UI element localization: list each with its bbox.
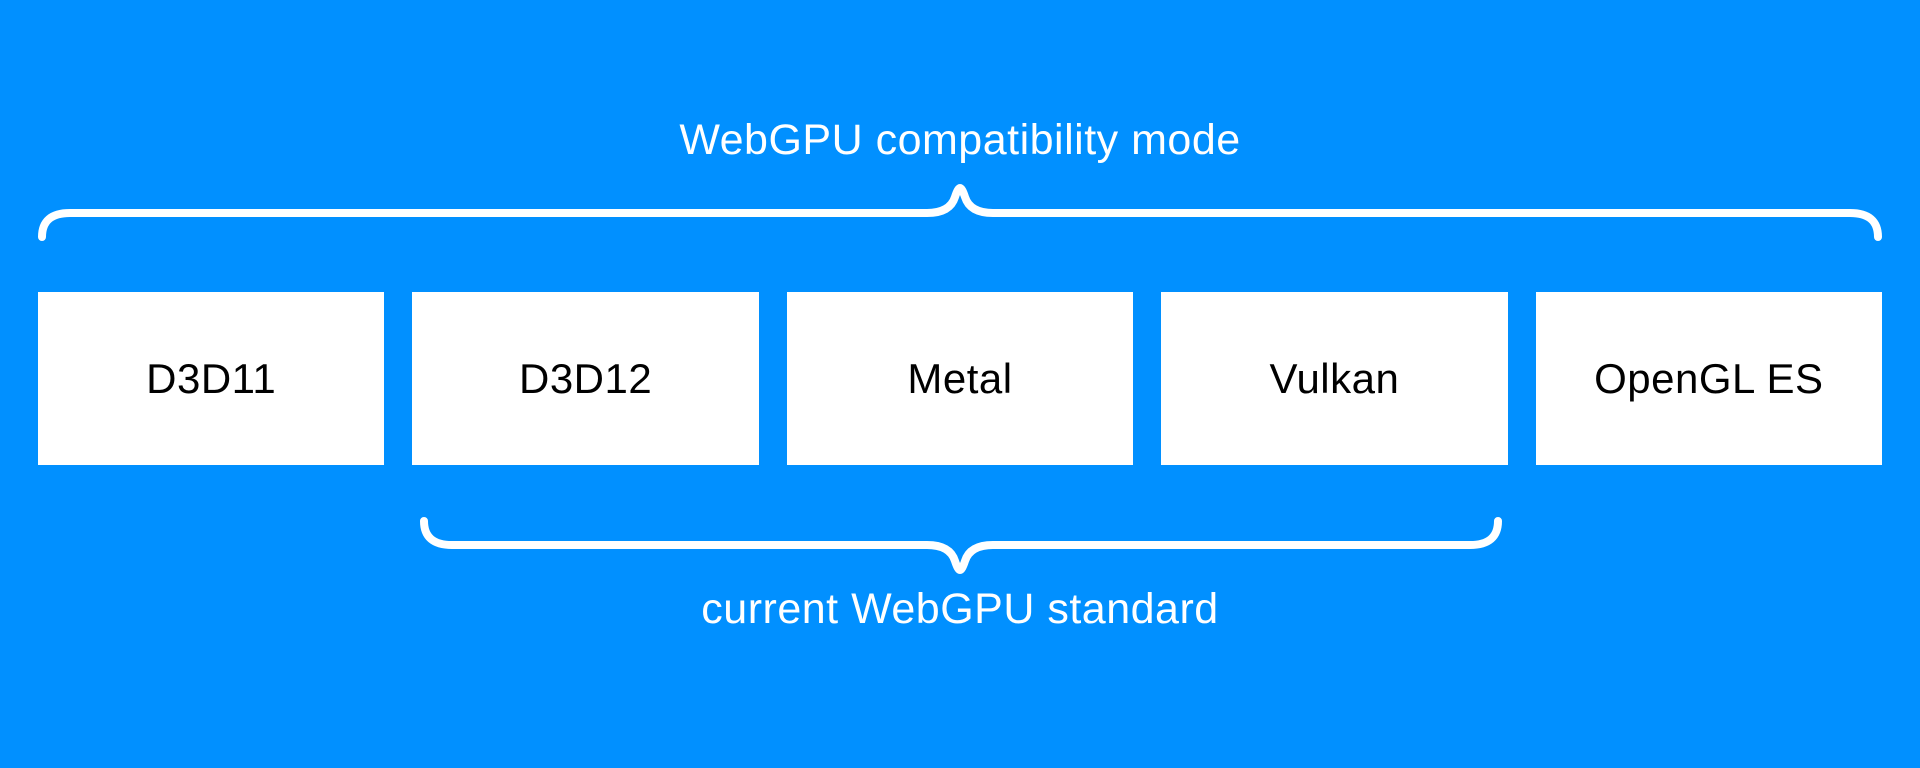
top-brace	[38, 184, 1882, 241]
api-box-opengl-es: OpenGL ES	[1535, 292, 1883, 465]
api-box-vulkan: Vulkan	[1161, 292, 1508, 465]
api-box-label: OpenGL ES	[1594, 354, 1824, 402]
current-standard-label: current WebGPU standard	[701, 585, 1219, 633]
api-box-label: Vulkan	[1269, 354, 1400, 402]
api-box-d3d12: D3D12	[412, 292, 759, 465]
compatibility-mode-label: WebGPU compatibility mode	[679, 116, 1241, 164]
api-box-label: D3D11	[146, 354, 277, 402]
api-boxes-row: D3D11 D3D12 Metal Vulkan OpenGL ES	[38, 292, 1883, 465]
api-box-metal: Metal	[786, 292, 1134, 465]
api-box-label: Metal	[907, 354, 1013, 402]
bottom-brace	[420, 517, 1502, 574]
api-box-label: D3D12	[518, 354, 653, 402]
api-box-d3d11: D3D11	[38, 292, 385, 465]
